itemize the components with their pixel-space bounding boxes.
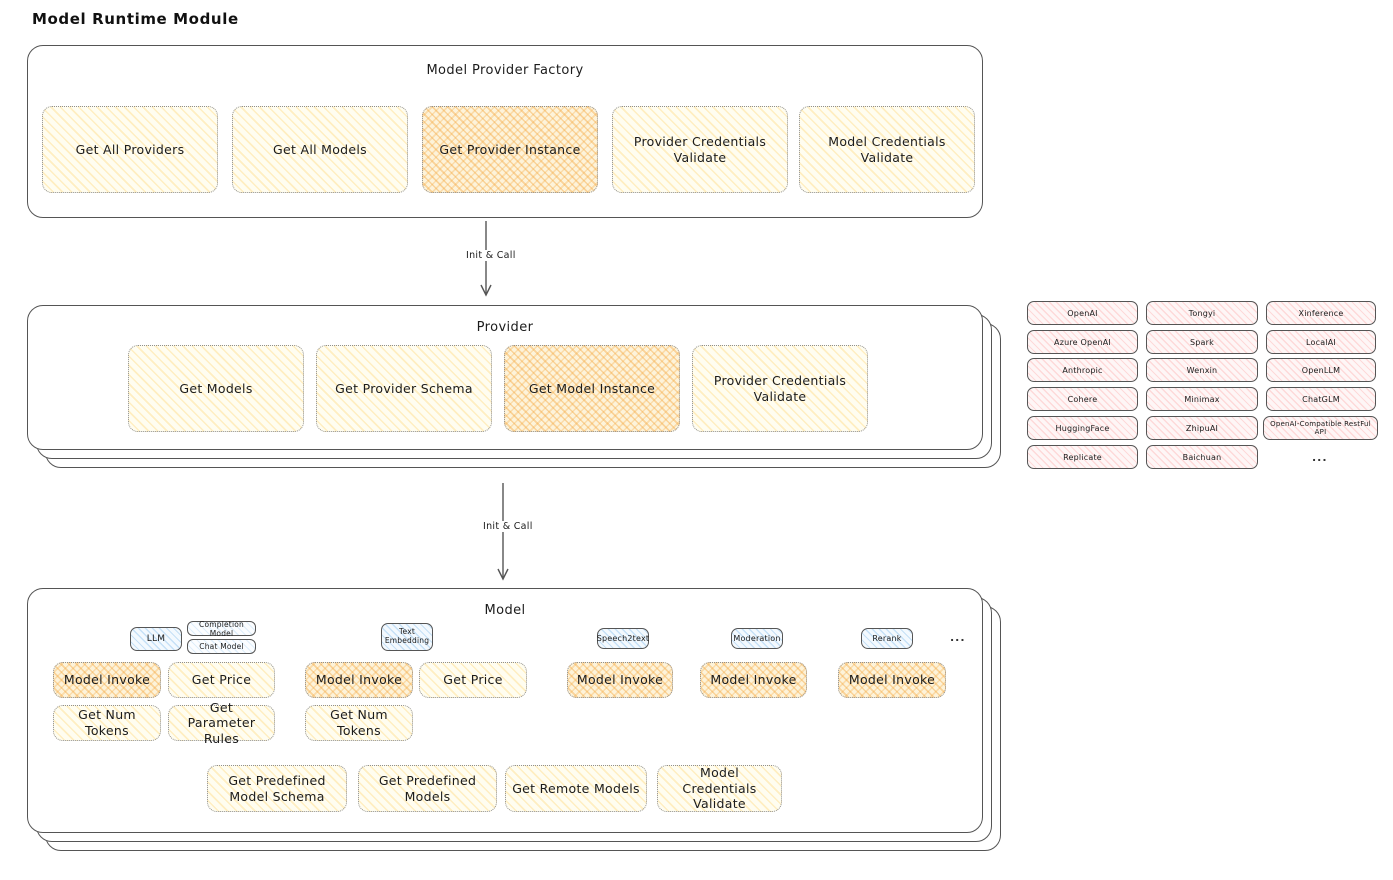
box-get-all-models: Get All Models xyxy=(232,106,408,193)
box-embedding-model-invoke: Model Invoke xyxy=(305,662,413,698)
provider-chip-openllm: OpenLLM xyxy=(1266,358,1376,382)
provider-chip-anthropic: Anthropic xyxy=(1027,358,1138,382)
box-provider-credentials-validate: Provider Credentials Validate xyxy=(612,106,788,193)
box-llm-model-invoke: Model Invoke xyxy=(53,662,161,698)
tab-llm: LLM xyxy=(130,627,182,651)
tabs-ellipsis: ... xyxy=(950,631,966,644)
init-call-arrow-2 xyxy=(497,483,509,581)
box-llm-get-parameter-rules: Get Parameter Rules xyxy=(168,700,275,746)
arrow2-label: Init & Call xyxy=(479,521,537,532)
tab-speech2text: Speech2text xyxy=(597,628,649,649)
model-title: Model xyxy=(484,603,526,618)
box-get-predefined-models: Get Predefined Models xyxy=(358,765,497,812)
tab-completion-model: Completion Model xyxy=(187,620,256,638)
box-speech2text-model-invoke: Model Invoke xyxy=(567,662,673,698)
box-model-credentials-validate-2: Model Credentials Validate xyxy=(657,765,782,812)
provider-chip-huggingface: HuggingFace xyxy=(1027,416,1138,440)
box-embedding-get-num-tokens: Get Num Tokens xyxy=(305,705,413,741)
provider-chip-cohere: Cohere xyxy=(1027,387,1138,411)
provider-chip-xinference: Xinference xyxy=(1266,301,1376,325)
box-get-all-providers: Get All Providers xyxy=(42,106,218,193)
provider-title: Provider xyxy=(476,320,534,335)
provider-chip-tongyi: Tongyi xyxy=(1146,301,1258,325)
provider-chip-replicate: Replicate xyxy=(1027,445,1138,469)
box-rerank-model-invoke: Model Invoke xyxy=(838,662,946,698)
box-get-provider-schema: Get Provider Schema xyxy=(316,345,492,432)
provider-chip-chatglm: ChatGLM xyxy=(1266,387,1376,411)
provider-list-ellipsis: ... xyxy=(1312,451,1328,464)
provider-chip-zhipuai: ZhipuAI xyxy=(1146,416,1258,440)
box-get-model-instance: Get Model Instance xyxy=(504,345,680,432)
provider-chip-azure-openai: Azure OpenAI xyxy=(1027,330,1138,354)
box-get-predefined-model-schema: Get Predefined Model Schema xyxy=(207,765,347,812)
box-provider-credentials-validate-2: Provider Credentials Validate xyxy=(692,345,868,432)
box-get-provider-instance: Get Provider Instance xyxy=(422,106,598,193)
provider-chip-minimax: Minimax xyxy=(1146,387,1258,411)
box-moderation-model-invoke: Model Invoke xyxy=(700,662,807,698)
tab-moderation: Moderation xyxy=(731,628,783,649)
provider-chip-openai-compatible: OpenAI-Compatible RestFul API xyxy=(1263,416,1378,440)
provider-chip-localai: LocalAI xyxy=(1266,330,1376,354)
box-get-remote-models: Get Remote Models xyxy=(505,765,647,812)
provider-chip-openai: OpenAI xyxy=(1027,301,1138,325)
box-model-credentials-validate: Model Credentials Validate xyxy=(799,106,975,193)
box-llm-get-num-tokens: Get Num Tokens xyxy=(53,705,161,741)
tab-rerank: Rerank xyxy=(861,628,913,649)
provider-chip-baichuan: Baichuan xyxy=(1146,445,1258,469)
tab-chat-model: Chat Model xyxy=(187,639,256,654)
arrow1-label: Init & Call xyxy=(462,250,520,261)
factory-title: Model Provider Factory xyxy=(426,63,584,78)
box-llm-get-price: Get Price xyxy=(168,662,275,698)
box-embedding-get-price: Get Price xyxy=(419,662,527,698)
page-title: Model Runtime Module xyxy=(32,10,239,28)
tab-text-embedding: Text Embedding xyxy=(381,623,433,651)
box-get-models: Get Models xyxy=(128,345,304,432)
provider-chip-wenxin: Wenxin xyxy=(1146,358,1258,382)
provider-chip-spark: Spark xyxy=(1146,330,1258,354)
